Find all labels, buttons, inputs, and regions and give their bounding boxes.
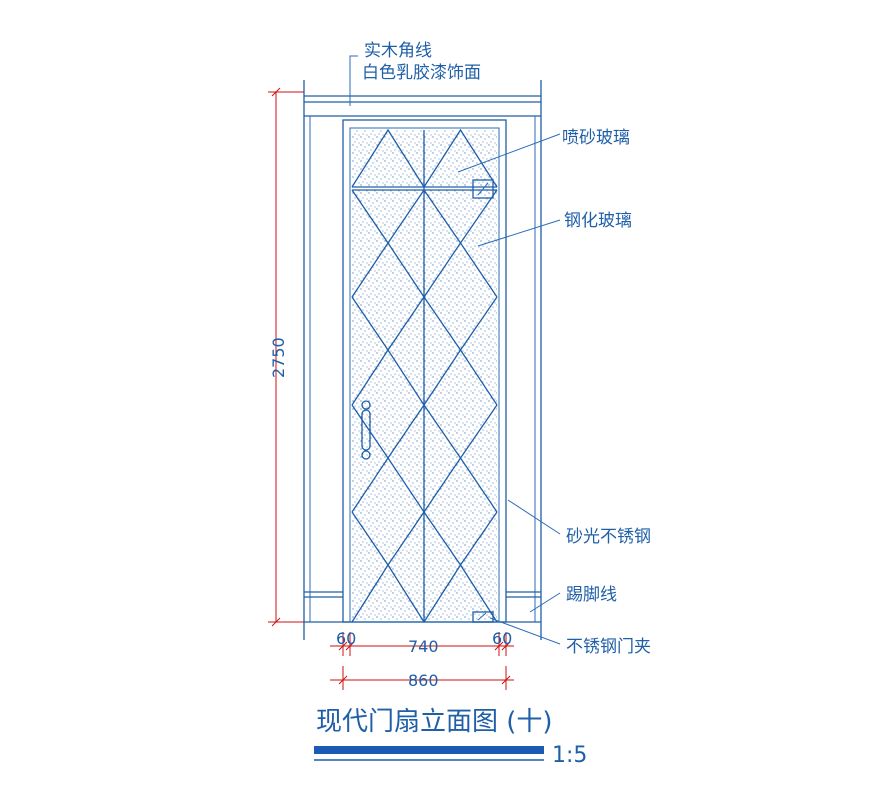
door-handle bbox=[361, 400, 371, 460]
drawing-scale: 1:5 bbox=[552, 743, 587, 768]
lattice-line bbox=[351, 457, 389, 513]
label-skirting: 踢脚线 bbox=[566, 585, 617, 605]
lattice-line bbox=[423, 349, 462, 406]
lattice-line bbox=[423, 404, 462, 459]
lattice-line bbox=[351, 564, 389, 623]
lattice-line bbox=[459, 511, 498, 566]
lattice-line bbox=[423, 128, 498, 188]
label-tempered-glass: 钢化玻璃 bbox=[564, 211, 632, 231]
label-brushed-stainless: 砂光不锈钢 bbox=[566, 527, 651, 547]
dimension-frame-right: 60 bbox=[492, 629, 512, 648]
lattice-line bbox=[459, 189, 498, 244]
lattice-line bbox=[351, 296, 389, 351]
label-stainless-clip: 不锈钢门夹 bbox=[566, 637, 651, 657]
lattice-line bbox=[423, 296, 462, 351]
lattice-line bbox=[351, 349, 389, 406]
lattice-line bbox=[351, 189, 389, 244]
dimension-total-width bbox=[330, 666, 514, 690]
label-sandblasted-glass: 喷砂玻璃 bbox=[562, 128, 630, 148]
title-underline-bar bbox=[314, 746, 544, 754]
top-molding bbox=[303, 80, 542, 640]
diamond-lattice bbox=[351, 128, 498, 623]
label-white-latex-paint: 白色乳胶漆饰面 bbox=[362, 63, 481, 83]
lattice-line bbox=[423, 457, 462, 513]
stainless-clip-top bbox=[472, 179, 494, 199]
lattice-line bbox=[387, 404, 425, 459]
label-solid-wood-molding: 实木角线 bbox=[364, 41, 432, 61]
lattice-line bbox=[387, 189, 425, 244]
lattice-line bbox=[387, 511, 425, 566]
lattice-line bbox=[459, 404, 498, 459]
lattice-line bbox=[423, 242, 462, 298]
lattice-line bbox=[387, 242, 425, 298]
lattice-line bbox=[423, 511, 462, 566]
lattice-line bbox=[459, 296, 498, 351]
lattice-line bbox=[351, 511, 389, 566]
stainless-clip-bottom bbox=[472, 611, 494, 623]
wall-panels bbox=[309, 116, 536, 622]
dimension-width-parts bbox=[330, 632, 514, 656]
dimension-door-width: 740 bbox=[408, 637, 439, 656]
lattice-line bbox=[423, 564, 462, 623]
dimension-height bbox=[268, 87, 304, 627]
drawing-title: 现代门扇立面图 (十) bbox=[316, 707, 553, 737]
lattice-line bbox=[423, 189, 462, 244]
lattice-line bbox=[387, 564, 425, 623]
lattice-line bbox=[351, 242, 389, 298]
dimension-height-value: 2750 bbox=[269, 337, 288, 378]
dimension-frame-left: 60 bbox=[336, 629, 356, 648]
lattice-line bbox=[459, 457, 498, 513]
lattice-line bbox=[387, 457, 425, 513]
lattice-line bbox=[387, 349, 425, 406]
lattice-line bbox=[459, 242, 498, 298]
dimension-total-width-value: 860 bbox=[408, 671, 439, 690]
lattice-line bbox=[351, 128, 425, 188]
leader-lines bbox=[349, 55, 561, 645]
lattice-line bbox=[459, 349, 498, 406]
lattice-line bbox=[387, 296, 425, 351]
